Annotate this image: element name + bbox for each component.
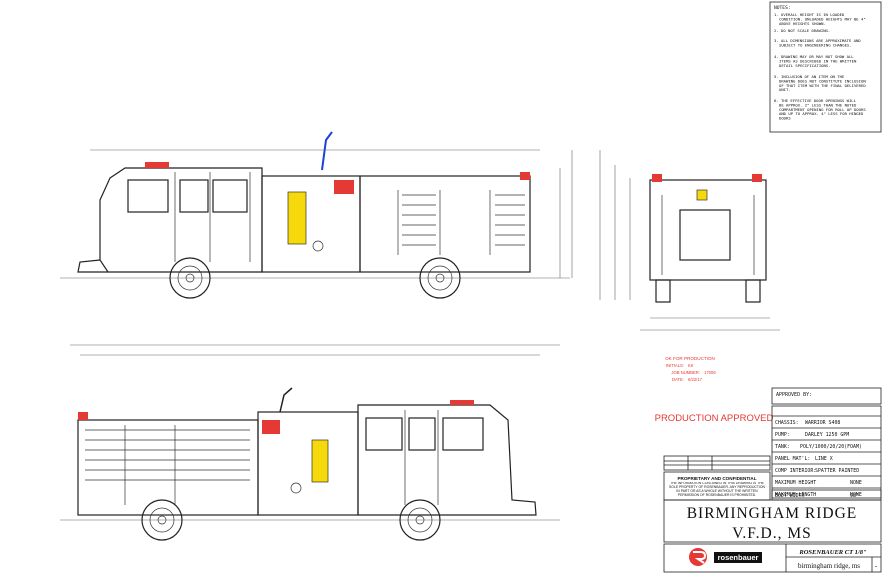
spec-value-chassis: WARRIOR S408 (805, 420, 840, 426)
cab-lightbar (145, 162, 169, 168)
spec-label-comp-interior: COMP INTERIOR: (775, 468, 816, 474)
cab-lightbar-officer (450, 400, 474, 405)
spec-value-comp-interior: SPATTER PAINTED (815, 468, 859, 474)
cab-window-rear-officer (365, 417, 403, 451)
cab-window-front (127, 179, 169, 213)
job-number-value: 17006 (704, 370, 716, 375)
initials-value: KK (688, 363, 694, 368)
title-block: APPROVED BY: CHASSIS: WARRIOR S408 PUMP:… (663, 387, 882, 573)
brand-box (663, 543, 882, 573)
rosenbauer-logo: rosenbauer (689, 548, 762, 566)
spec-value-pump: DARLEY 1250 GPM (805, 432, 849, 438)
pump-light (334, 180, 354, 194)
customer-box (663, 499, 882, 543)
spec-value-body-width: 98" (850, 493, 859, 499)
spec-label-max-length: MAXIMUM LENGTH (775, 492, 816, 498)
wheel-front (169, 257, 211, 299)
file-name: birmingham ridge, ms (798, 562, 860, 570)
confidential-text: THE INFORMATION CONTAINED IN THIS DRAWIN… (669, 482, 765, 497)
spec-label-pump: PUMP: (775, 432, 790, 438)
wheel-front-officer (399, 499, 441, 541)
pump-panel-yellow-officer (311, 439, 329, 483)
ok-for-production: OK FOR PRODUCTION (665, 356, 715, 361)
spec-value-panel: LINE X (815, 456, 833, 462)
job-number-label: JOB NUMBER: (671, 370, 700, 375)
spec-label-tank: TANK: (775, 444, 790, 450)
sheet-number: - (875, 562, 878, 570)
confidential-title: PROPRIETARY AND CONFIDENTIAL (677, 476, 756, 481)
production-approved-stamp: PRODUCTION APPROVED (655, 413, 774, 424)
note-2: 2. DO NOT SCALE DRAWING. (774, 28, 830, 33)
rear-compartment (679, 209, 731, 261)
rear-body (649, 179, 767, 281)
date-value: 6/22/17 (688, 377, 703, 382)
pump-panel-yellow (287, 191, 307, 245)
deck-gun (321, 131, 333, 171)
wheel-rear (419, 257, 461, 299)
cab-window-mid (179, 179, 209, 213)
customer-line-1: BIRMINGHAM RIDGE (687, 505, 858, 522)
logo-wordmark: rosenbauer (718, 553, 759, 562)
cab-window-rear (212, 179, 248, 213)
spec-label-max-height: MAXIMUM HEIGHT (775, 480, 816, 486)
date-label: DATE: (672, 377, 684, 382)
spec-value-max-height: NONE (850, 480, 862, 486)
production-stamp: OK FOR PRODUCTION INITIALS: KK JOB NUMBE… (655, 356, 774, 424)
rear-view (599, 150, 780, 331)
revision-box (663, 455, 771, 471)
notes-heading: NOTES: (774, 5, 791, 11)
spec-value-tank: POLY/1000/20/20(FOAM) (800, 444, 862, 450)
side-view-officer (60, 387, 560, 541)
customer-line-2: V.F.D., MS (732, 525, 812, 542)
wheel-rear-officer (141, 499, 183, 541)
spec-label-chassis: CHASSIS: (775, 420, 799, 426)
spec-value-max-length: NONE (850, 492, 862, 498)
side-view-driver (60, 131, 573, 356)
approved-by-label: APPROVED BY: (776, 392, 812, 398)
model-label: ROSENBAUER CT 1/8" (798, 549, 867, 556)
spec-label-body-width: BODY WIDTH (775, 493, 804, 499)
cab-window-mid-officer (408, 417, 436, 451)
cab-window-front-officer (442, 417, 484, 451)
spec-label-panel: PANEL MAT'L: (775, 456, 810, 462)
initials-label: INITIALS: (666, 363, 684, 368)
apparatus-body (359, 175, 531, 273)
approved-by-box (771, 387, 882, 405)
